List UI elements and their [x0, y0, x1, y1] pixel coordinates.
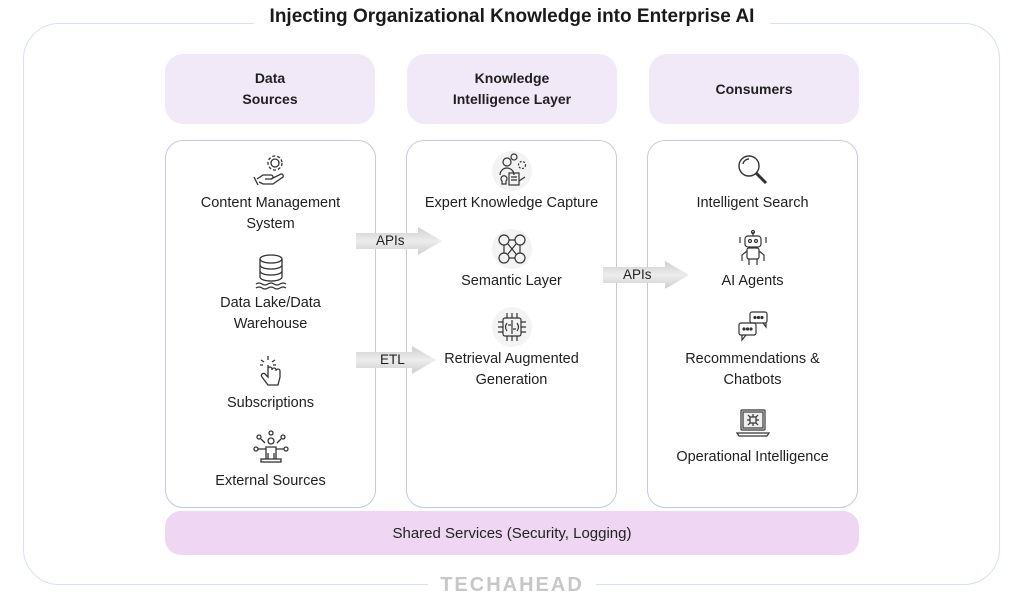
item-line: Semantic Layer: [461, 273, 562, 289]
magnifier-icon: [733, 151, 773, 191]
item-line: Subscriptions: [226, 395, 315, 411]
item-ai-agents: AI Agents: [648, 229, 857, 292]
chat-bubbles-icon: [733, 307, 773, 347]
person-network-icon: [251, 429, 291, 469]
laptop-chip-icon: [733, 405, 773, 445]
item-line: Chatbots: [723, 372, 782, 388]
diagram-title-wrap: Injecting Organizational Knowledge into …: [0, 6, 1024, 28]
arrow-shape: [603, 261, 689, 289]
header-line: Intelligence Layer: [452, 91, 572, 107]
item-line: External Sources: [215, 473, 326, 489]
header-line: Data: [254, 70, 286, 86]
brain-chip-icon: [491, 307, 532, 347]
expert-capture-icon: [491, 151, 532, 191]
item-content-management-system: Content Management System: [166, 151, 375, 235]
diagram-title: Injecting Organizational Knowledge into …: [253, 6, 771, 27]
arrow-etl-sources-to-layer: ETL: [356, 346, 436, 374]
arrow-label: ETL: [380, 352, 405, 367]
item-line: Intelligent Search: [696, 195, 809, 211]
item-line: Recommendations &: [685, 351, 820, 367]
shared-services-label: Shared Services (Security, Logging): [392, 524, 632, 542]
column-consumers: Intelligent Search AI Agents Recommendat…: [647, 140, 858, 508]
pointer-click-icon: [251, 351, 291, 391]
arrow-shape: [356, 227, 442, 255]
item-line: Content Management: [200, 195, 341, 211]
header-consumers: Consumers: [649, 54, 859, 124]
item-external-sources: External Sources: [166, 429, 375, 492]
item-subscriptions: Subscriptions: [166, 351, 375, 414]
header-line: Consumers: [715, 80, 793, 97]
item-line: Generation: [475, 372, 548, 388]
column-data-sources: Content Management System Data Lake/Data…: [165, 140, 376, 508]
item-recommendations-chatbots: Recommendations & Chatbots: [648, 307, 857, 391]
item-line: Warehouse: [233, 316, 308, 332]
item-line: Expert Knowledge Capture: [424, 195, 599, 211]
item-line: AI Agents: [721, 273, 784, 289]
shared-services-bar: Shared Services (Security, Logging): [165, 511, 859, 555]
item-line: Operational Intelligence: [676, 449, 829, 465]
item-rag: Retrieval Augmented Generation: [407, 307, 616, 391]
database-lake-icon: [251, 251, 291, 291]
arrow-label: APIs: [376, 233, 405, 248]
item-intelligent-search: Intelligent Search: [648, 151, 857, 214]
item-operational-intelligence: Operational Intelligence: [648, 405, 857, 468]
column-knowledge-layer: Expert Knowledge Capture Semantic Layer …: [406, 140, 617, 508]
item-expert-knowledge-capture: Expert Knowledge Capture: [407, 151, 616, 214]
item-line: Retrieval Augmented: [444, 351, 579, 367]
item-line: System: [246, 216, 295, 232]
item-line: Data Lake/Data: [220, 295, 321, 311]
people-network-icon: [491, 229, 532, 269]
item-data-lake: Data Lake/Data Warehouse: [166, 251, 375, 335]
arrow-apis-layer-to-consumers: APIs: [603, 261, 689, 289]
header-line: Knowledge: [474, 70, 550, 86]
brand-footer: TECHAHEAD: [0, 574, 1024, 597]
arrow-apis-sources-to-layer: APIs: [356, 227, 442, 255]
header-line: Sources: [242, 91, 298, 107]
arrow-label: APIs: [623, 267, 652, 282]
hand-gear-icon: [251, 151, 291, 191]
item-semantic-layer: Semantic Layer: [407, 229, 616, 292]
brand-logo-text: TECHAHEAD: [428, 574, 596, 596]
robot-icon: [733, 229, 773, 269]
arrow-shape: [356, 346, 436, 374]
